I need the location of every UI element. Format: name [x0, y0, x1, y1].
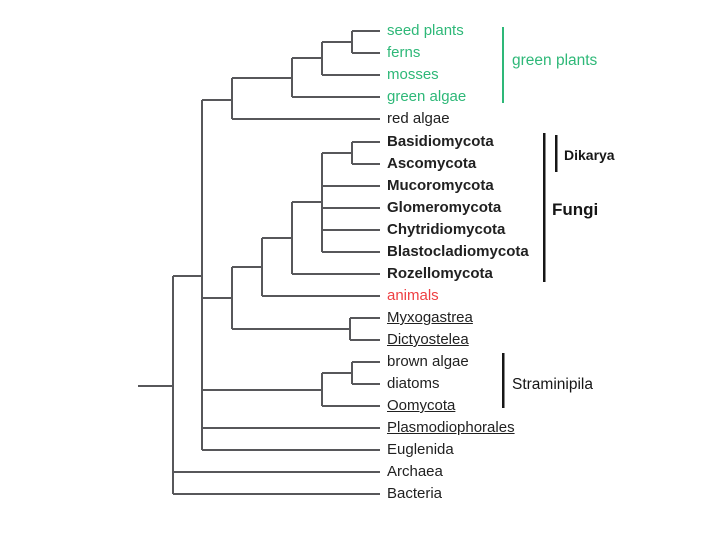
- taxon-label-oomycota: Oomycota: [387, 397, 456, 414]
- taxon-label-blastocladiomycota: Blastocladiomycota: [387, 243, 529, 260]
- taxon-label-seed-plants: seed plants: [387, 22, 464, 39]
- taxon-label-bacteria: Bacteria: [387, 485, 443, 502]
- taxon-label-euglenida: Euglenida: [387, 441, 454, 458]
- taxon-label-mosses: mosses: [387, 66, 439, 83]
- clade-label-straminipila: Straminipila: [512, 376, 593, 393]
- taxon-label-ascomycota: Ascomycota: [387, 155, 477, 172]
- taxon-label-mucoromycota: Mucoromycota: [387, 177, 494, 194]
- clade-label-green-plants: green plants: [512, 52, 598, 69]
- taxon-label-red-algae: red algae: [387, 110, 450, 127]
- taxon-label-glomeromycota: Glomeromycota: [387, 199, 502, 216]
- taxon-label-brown-algae: brown algae: [387, 353, 469, 370]
- taxon-label-green-algae: green algae: [387, 88, 467, 105]
- taxon-label-myxogastrea: Myxogastrea: [387, 309, 473, 326]
- taxon-label-rozellomycota: Rozellomycota: [387, 265, 493, 282]
- taxon-label-chytridiomycota: Chytridiomycota: [387, 221, 506, 238]
- clade-label-fungi: Fungi: [552, 200, 599, 219]
- taxon-label-diatoms: diatoms: [387, 375, 440, 392]
- taxon-label-archaea: Archaea: [387, 463, 443, 480]
- taxon-label-plasmodiophorales: Plasmodiophorales: [387, 419, 515, 436]
- clade-label-dikarya: Dikarya: [564, 147, 615, 163]
- taxon-label-animals: animals: [387, 287, 439, 304]
- taxon-label-ferns: ferns: [387, 44, 421, 61]
- taxon-label-basidiomycota: Basidiomycota: [387, 133, 494, 150]
- taxon-label-dictyostelea: Dictyostelea: [387, 331, 469, 348]
